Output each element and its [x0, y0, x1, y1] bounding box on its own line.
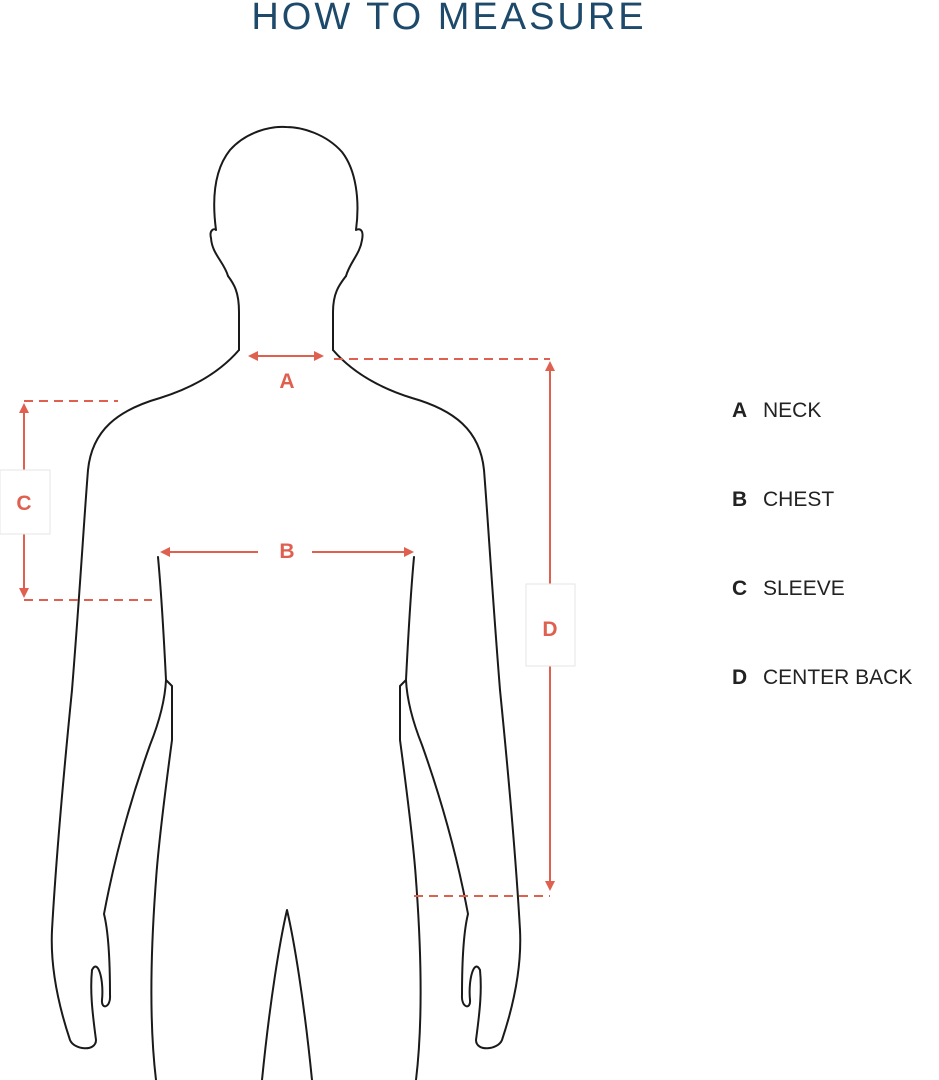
legend-label: CHEST	[763, 488, 835, 511]
center-back-label: D	[542, 618, 557, 641]
center-back-label-box	[525, 583, 576, 667]
sleeve-label: C	[16, 492, 31, 515]
measurement-lines	[19, 351, 555, 897]
inner-legs-outline	[261, 909, 313, 1080]
left-body-outline	[50, 349, 240, 1080]
legend-letter: A	[732, 399, 748, 422]
legend-item-neck: A NECK	[732, 396, 821, 426]
neck-label: A	[279, 370, 294, 393]
right-body-outline	[332, 349, 522, 1080]
right-armpit-line	[405, 556, 415, 681]
legend-item-chest: B CHEST	[732, 485, 834, 515]
chest-label: B	[279, 540, 294, 563]
left-armpit-line	[157, 556, 167, 681]
legend-label: CENTER BACK	[763, 666, 913, 689]
legend-letter: D	[732, 666, 748, 689]
sleeve-label-box	[0, 469, 51, 535]
body-silhouette	[50, 125, 522, 1080]
legend-letter: B	[732, 488, 748, 511]
legend-item-sleeve: C SLEEVE	[732, 574, 845, 604]
legend-letter: C	[732, 577, 748, 600]
head-outline	[209, 125, 364, 277]
page-title: HOW TO MEASURE	[251, 0, 647, 38]
legend-item-center-back: D CENTER BACK	[732, 663, 912, 693]
legend-label: NECK	[763, 399, 822, 422]
legend-label: SLEEVE	[763, 577, 845, 600]
neck-outline-right	[332, 275, 347, 351]
neck-outline-left	[227, 275, 240, 351]
